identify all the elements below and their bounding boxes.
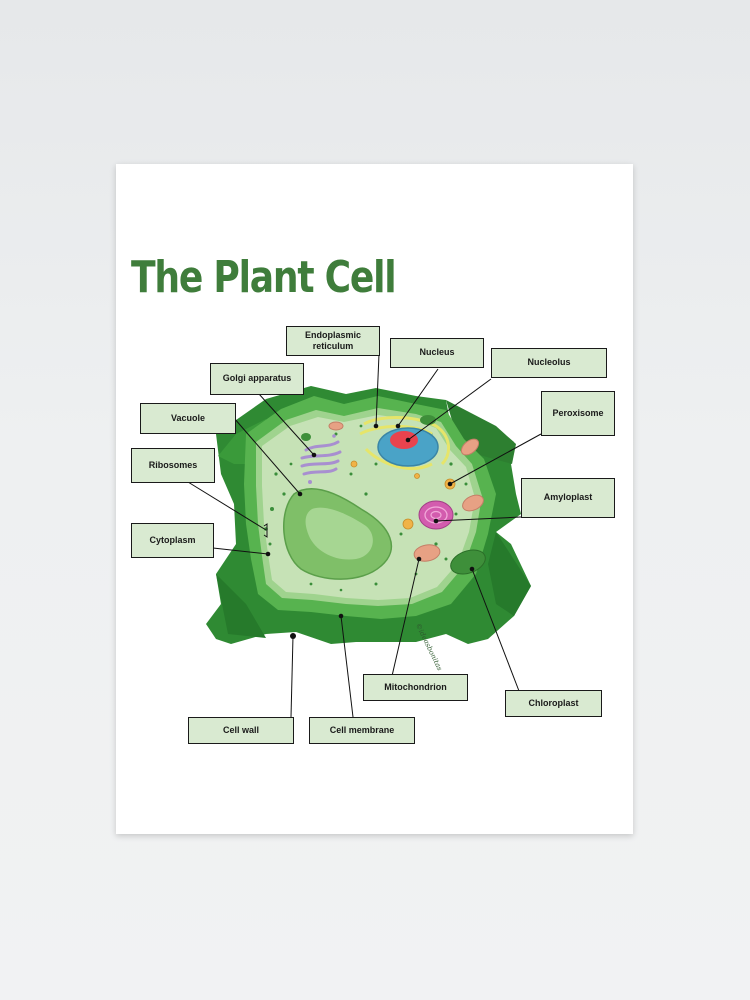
label-ribosomes: Ribosomes xyxy=(131,448,215,483)
peroxisome xyxy=(350,460,456,530)
nucleus xyxy=(377,427,439,467)
label-chloroplast: Chloroplast xyxy=(505,690,602,717)
label-cytoplasm: Cytoplasm xyxy=(131,523,214,558)
label-cell-membrane: Cell membrane xyxy=(309,717,415,744)
label-nucleolus: Nucleolus xyxy=(491,348,607,378)
amyloplast xyxy=(418,500,454,530)
mitochondria xyxy=(328,421,484,562)
label-vacuole: Vacuole xyxy=(140,403,236,434)
label-cell-wall: Cell wall xyxy=(188,717,294,744)
label-amyloplast: Amyloplast xyxy=(521,478,615,518)
plant-cell-diagram xyxy=(187,353,542,718)
poster: The Plant Cell xyxy=(116,164,633,834)
label-mitochondrion: Mitochondrion xyxy=(363,674,468,701)
label-peroxisome: Peroxisome xyxy=(541,391,615,436)
page-title: The Plant Cell xyxy=(131,252,397,303)
label-nucleus: Nucleus xyxy=(390,338,484,368)
label-golgi-apparatus: Golgi apparatus xyxy=(210,363,304,395)
leader-lines xyxy=(187,353,542,718)
nucleolus xyxy=(390,431,418,449)
leader-dots xyxy=(265,423,475,639)
label-endoplasmic-reticulum: Endoplasmic reticulum xyxy=(286,326,380,356)
vacuole xyxy=(283,488,392,580)
